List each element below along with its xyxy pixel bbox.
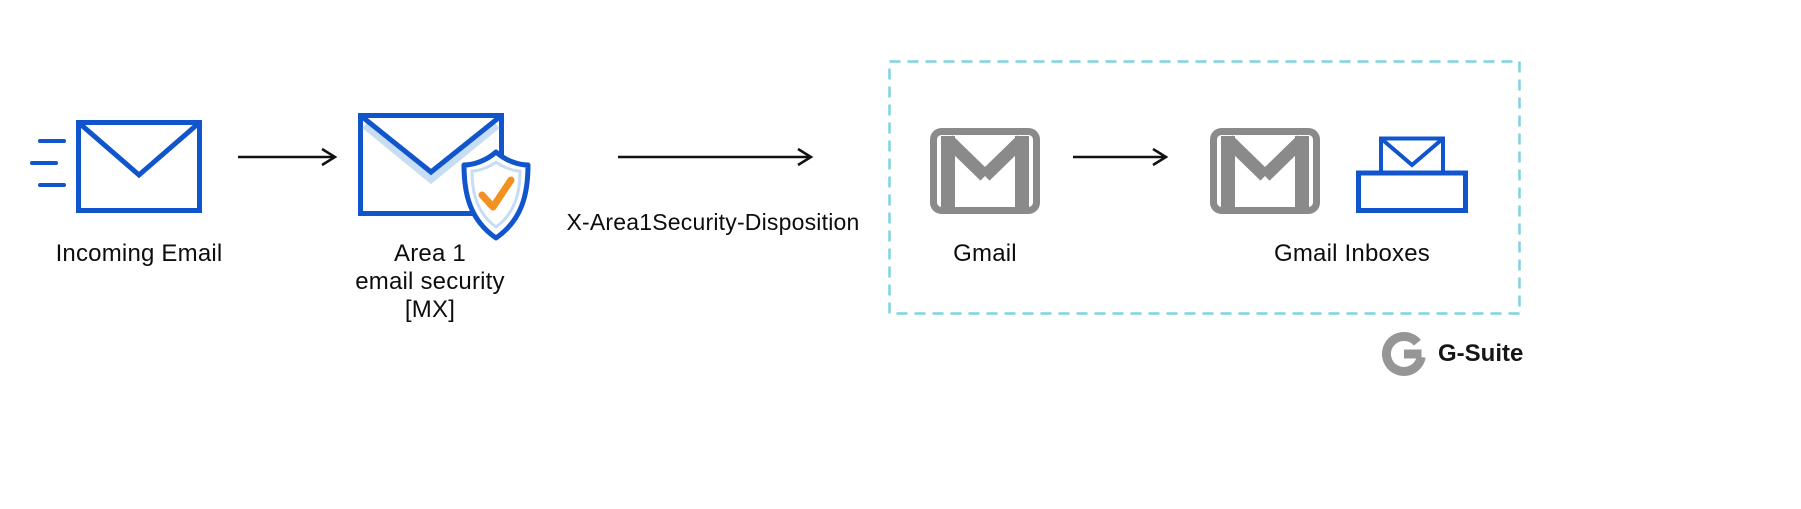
speed-lines-icon: [30, 139, 70, 191]
speed-line: [38, 139, 66, 143]
gmail-label: Gmail: [953, 240, 1017, 267]
gmail-icon: [1210, 128, 1320, 214]
incoming-email-label: Incoming Email: [55, 240, 223, 267]
area1-label-line3: [MX]: [404, 296, 456, 323]
gsuite-brand-label: G-Suite: [1438, 340, 1524, 367]
speed-line: [30, 161, 58, 165]
arrow-right-icon: [618, 147, 814, 167]
incoming-email-envelope-icon: [76, 120, 202, 213]
gsuite-boundary-box: [888, 60, 1521, 315]
area1-label: Area 1 email security [MX]: [330, 240, 530, 324]
gmail-inboxes-label: Gmail Inboxes: [1274, 240, 1430, 267]
arrow-right-icon: [238, 147, 338, 167]
gmail-icon: [930, 128, 1040, 214]
disposition-header-label: X-Area1Security-Disposition: [566, 209, 860, 235]
area1-label-line2: email security: [355, 268, 505, 295]
arrow-right-icon: [1073, 147, 1169, 167]
speed-line: [38, 183, 66, 187]
shield-check-icon: [461, 149, 531, 241]
google-g-logo-icon: [1382, 332, 1426, 376]
inbox-tray-icon: [1356, 136, 1468, 213]
area1-label-line1: Area 1: [394, 240, 466, 267]
